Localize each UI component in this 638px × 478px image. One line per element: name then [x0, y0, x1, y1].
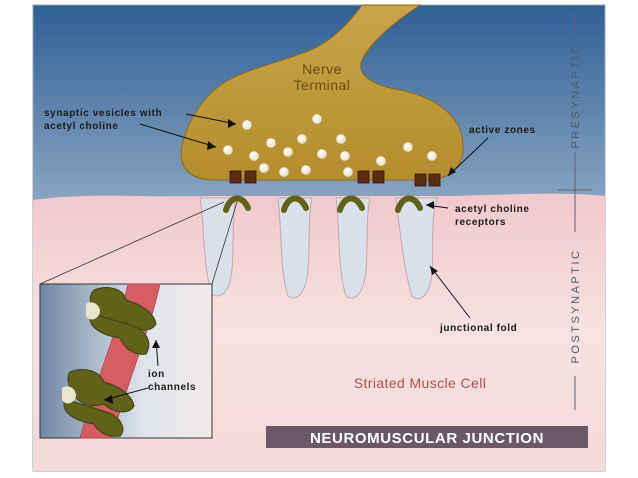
vesicle — [296, 133, 308, 145]
junctional-fold-2 — [277, 197, 313, 299]
receptor-arc — [223, 195, 251, 213]
acetyl-choline-receptors-label: acetyl choline — [455, 204, 530, 215]
junctional-fold-1 — [199, 197, 237, 297]
vesicle — [241, 119, 253, 131]
synaptic-vesicles — [222, 113, 438, 178]
vesicle — [342, 166, 354, 178]
junctional-fold-4 — [395, 197, 439, 300]
vesicle — [265, 137, 277, 149]
junctional-fold-label: junctional fold — [439, 323, 517, 334]
receptor-arc — [337, 195, 365, 213]
side-dividers — [558, 12, 592, 410]
active-zone — [244, 170, 257, 184]
vesicle — [311, 113, 323, 125]
title-bar — [266, 426, 588, 448]
diagram-title: NEUROMUSCULAR JUNCTION — [310, 430, 544, 447]
synaptic-vesicles-label: acetyl choline — [44, 121, 119, 132]
vesicle — [402, 141, 414, 153]
active-zone — [229, 170, 242, 184]
vesicle — [278, 166, 290, 178]
vesicle — [335, 133, 347, 145]
striated-muscle-label: Striated Muscle Cell — [354, 375, 487, 391]
active-zones — [229, 170, 441, 187]
receptor-arc — [281, 195, 309, 213]
vesicle — [248, 150, 260, 162]
nerve-terminal-label: Nerve — [302, 61, 342, 77]
postsynaptic-label: POSTSYNAPTIC — [570, 249, 582, 364]
active-zones-label: active zones — [469, 125, 536, 136]
acetyl-choline-receptors — [223, 195, 423, 213]
active-zone — [414, 173, 427, 187]
vesicle — [426, 150, 438, 162]
vesicle — [316, 148, 328, 160]
inset-zoom-lines — [39, 201, 238, 285]
receptor-arc — [395, 195, 423, 213]
ion-channels-label: channels — [148, 382, 196, 393]
vesicle — [222, 144, 234, 156]
vesicle — [258, 162, 270, 174]
vesicle — [375, 155, 387, 167]
ion-channels-label: ion — [148, 369, 165, 380]
acetyl-choline-receptors-label: receptors — [455, 217, 506, 228]
junctional-fold-3 — [335, 197, 371, 299]
pointer-lines — [103, 113, 489, 404]
active-zone — [372, 170, 385, 184]
vesicle — [300, 164, 312, 176]
vesicle — [282, 146, 294, 158]
active-zone — [357, 170, 370, 184]
nerve-terminal-label: Terminal — [294, 77, 351, 93]
synaptic-vesicles-label: synaptic vesicles with — [44, 108, 162, 119]
vesicle — [339, 150, 351, 162]
ion-channel-inset — [39, 283, 213, 439]
presynaptic-label: PRESYNAPTIC — [570, 43, 582, 148]
active-zone — [428, 173, 441, 187]
